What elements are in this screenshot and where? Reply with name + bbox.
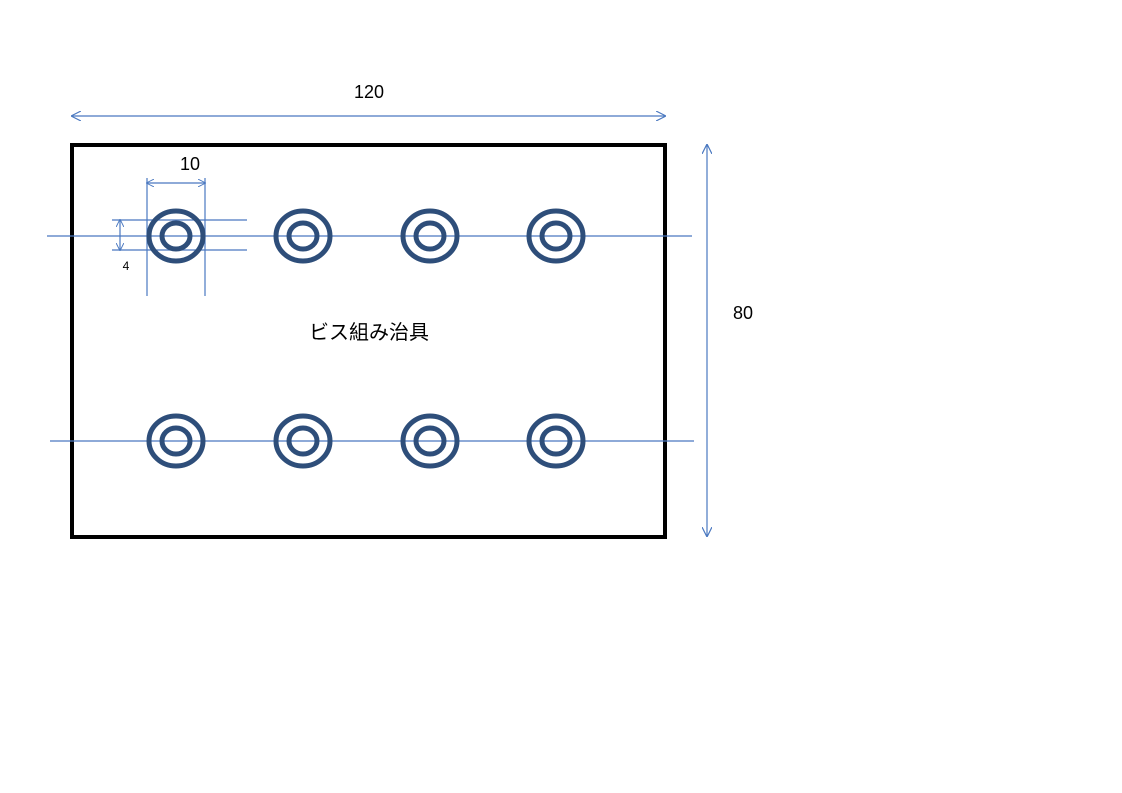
hole-inner-ring	[413, 220, 447, 252]
inner-diameter-label: 4	[123, 259, 130, 273]
height-label: 80	[733, 303, 753, 323]
hole-outer-ring	[526, 208, 586, 264]
screw-hole	[273, 413, 333, 469]
screw-hole	[273, 208, 333, 264]
hole-outer-ring	[146, 208, 206, 264]
hole-inner-ring	[413, 425, 447, 457]
screw-hole	[146, 208, 206, 264]
hole-inner-ring	[539, 220, 573, 252]
screw-hole	[146, 413, 206, 469]
hole-outer-ring	[273, 208, 333, 264]
hole-outer-ring	[273, 413, 333, 469]
hole-inner-ring	[159, 425, 193, 457]
screw-hole	[400, 208, 460, 264]
screw-hole	[526, 413, 586, 469]
hole-outer-ring	[400, 208, 460, 264]
screw-hole	[400, 413, 460, 469]
outer-diameter-label: 10	[180, 154, 200, 174]
hole-outer-ring	[146, 413, 206, 469]
hole-outer-ring	[526, 413, 586, 469]
jig-title: ビス組み治具	[309, 321, 429, 344]
width-label: 120	[354, 82, 384, 102]
hole-inner-ring	[539, 425, 573, 457]
hole-outer-ring	[400, 413, 460, 469]
screw-holes	[146, 208, 586, 469]
plate-outline	[70, 143, 667, 539]
hole-inner-ring	[286, 220, 320, 252]
screw-hole	[526, 208, 586, 264]
hole-inner-ring	[286, 425, 320, 457]
hole-inner-ring	[159, 220, 193, 252]
